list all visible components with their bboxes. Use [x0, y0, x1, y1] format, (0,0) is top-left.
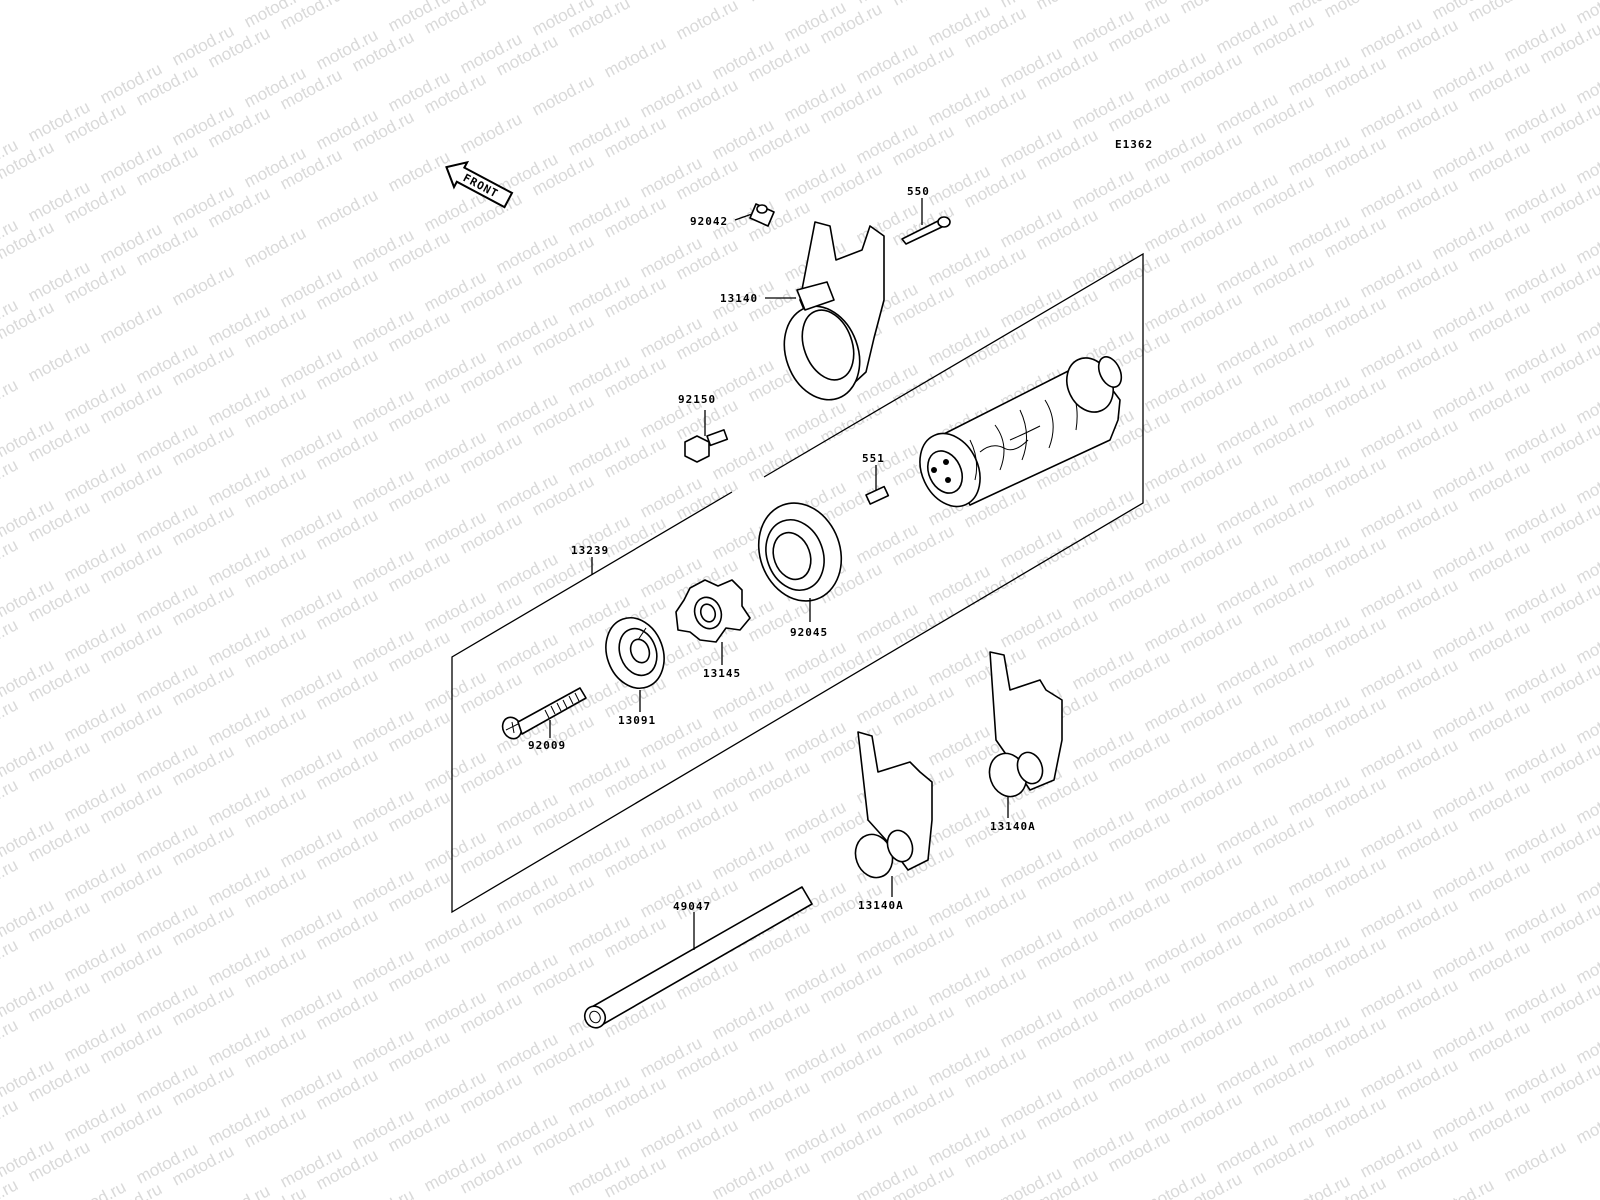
watermark-text: motod.ru: [169, 261, 237, 309]
label-13140A-right: 13140A: [990, 820, 1036, 833]
label-92042: 92042: [690, 215, 728, 228]
watermark-text: motod.ru: [0, 455, 21, 503]
shaft-49047-icon: [583, 886, 813, 1029]
watermark-text: motod.ru: [889, 0, 957, 10]
watermark-text: motod.ru: [97, 299, 165, 347]
watermark-text: motod.ru: [0, 1095, 21, 1143]
label-551: 551: [862, 452, 885, 465]
assembly-frame: [451, 252, 1144, 914]
bolt-92150-icon: [684, 429, 729, 463]
watermark-text: motod.ru: [1033, 0, 1101, 14]
watermark-text: motod.ru: [637, 0, 705, 4]
watermark-text: motod.ru: [0, 615, 21, 663]
pin-551-icon: [865, 485, 890, 505]
watermark-text: motod.ru: [529, 71, 597, 119]
watermark-text: motod.ru: [349, 1185, 417, 1200]
watermark-text: motod.ru: [0, 695, 21, 743]
shift-fork-13140a-left-icon: [854, 731, 933, 879]
screw-92009-icon: [501, 687, 587, 740]
label-13091: 13091: [618, 714, 656, 727]
label-92045: 92045: [790, 626, 828, 639]
label-92009: 92009: [528, 739, 566, 752]
label-92150: 92150: [678, 393, 716, 406]
label-13239: 13239: [571, 544, 609, 557]
plate-13091-icon: [605, 617, 665, 689]
watermark-text: motod.ru: [0, 375, 21, 423]
watermark-text: motod.ru: [241, 223, 309, 271]
shift-drum-icon: [919, 356, 1123, 508]
label-550: 550: [907, 185, 930, 198]
watermark-text: motod.ru: [61, 1177, 129, 1200]
bearing-92045-icon: [757, 502, 843, 602]
watermark-text: motod.ru: [601, 33, 669, 81]
watermark-text: motod.ru: [1573, 1099, 1600, 1147]
watermark-text: motod.ru: [673, 0, 741, 44]
watermark-text: motod.ru: [25, 337, 93, 385]
watermark-text: motod.ru: [205, 1181, 273, 1200]
watermark-text: motod.ru: [0, 775, 21, 823]
pin-92042-icon: [749, 203, 775, 227]
watermark-text: motod.ru: [457, 109, 525, 157]
shift-fork-13140-icon: [783, 221, 885, 401]
watermark-text: motod.ru: [0, 855, 21, 903]
shift-fork-13140a-right-icon: [988, 651, 1063, 798]
watermark-text: motod.ru: [745, 0, 813, 6]
watermark-text: motod.ru: [385, 147, 453, 195]
watermark-text: motod.ru: [1429, 1175, 1497, 1200]
label-13140: 13140: [720, 292, 758, 305]
watermark-text: motod.ru: [1321, 0, 1389, 22]
diagram-code: E1362: [1115, 138, 1153, 151]
watermark-text: motod.ru: [313, 185, 381, 233]
cotter-pin-550-icon: [901, 216, 951, 245]
label-13145: 13145: [703, 667, 741, 680]
drum-positioner-13145-icon: [675, 579, 751, 643]
watermark-text: motod.ru: [0, 1175, 21, 1200]
label-13140A-left: 13140A: [858, 899, 904, 912]
label-49047: 49047: [673, 900, 711, 913]
watermark-text: motod.ru: [0, 935, 21, 983]
watermark-text: motod.ru: [0, 1015, 21, 1063]
watermark-text: motod.ru: [0, 535, 21, 583]
watermark-text: motod.ru: [1501, 1137, 1569, 1185]
watermark-text: motod.ru: [1465, 0, 1533, 26]
watermark-text: motod.ru: [1177, 0, 1245, 18]
